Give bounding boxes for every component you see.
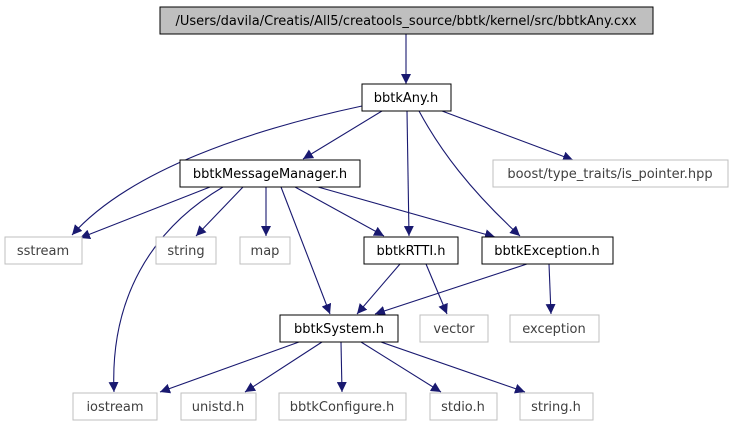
edge-rtti-to-system (356, 263, 401, 315)
node-system-label: bbtkSystem.h (294, 322, 384, 337)
node-string-label: string (167, 244, 204, 259)
edge-system-to-configure (336, 341, 347, 393)
node-map-label: map (251, 244, 280, 259)
node-vector[interactable]: vector (419, 314, 489, 343)
edge-system-to-iostream (159, 341, 300, 394)
node-boost-is-pointer[interactable]: boost/type_traits/is_pointer.hpp (492, 159, 729, 188)
node-root-source-file[interactable]: /Users/davila/Creatis/All5/creatools_sou… (159, 6, 654, 35)
edge-system-to-stdio (360, 341, 442, 393)
edge-messagemanager-to-rtti (294, 186, 385, 237)
edge-exception-h-to-system (374, 263, 528, 316)
edge-messagemanager-to-iostream (108, 186, 224, 393)
edge-bbtkany-to-rtti (403, 110, 414, 237)
edge-rtti-to-vector (425, 263, 448, 315)
node-stdio-label: stdio.h (441, 400, 485, 415)
node-stdio-h[interactable]: stdio.h (429, 392, 498, 421)
edge-messagemanager-to-string (195, 186, 244, 237)
node-bbtkexception-h[interactable]: bbtkException.h (481, 236, 614, 265)
node-unistd-h[interactable]: unistd.h (180, 392, 257, 421)
node-map[interactable]: map (239, 236, 291, 265)
node-iostream[interactable]: iostream (72, 392, 158, 421)
edge-messagemanager-to-sstream (79, 186, 211, 240)
node-layer: /Users/davila/Creatis/All5/creatools_sou… (4, 6, 729, 421)
edge-exception-h-to-exception (545, 263, 556, 315)
node-bbtksystem-h[interactable]: bbtkSystem.h (279, 314, 399, 343)
edge-system-to-string-h (380, 341, 526, 394)
node-rtti-label: bbtkRTTI.h (376, 244, 445, 259)
edge-bbtkany-to-messagemanager (302, 110, 383, 160)
node-root-label: /Users/davila/Creatis/All5/creatools_sou… (175, 14, 636, 29)
edge-messagemanager-to-system (280, 186, 332, 315)
node-messagemanager-label: bbtkMessageManager.h (193, 167, 347, 182)
node-bbtkany-label: bbtkAny.h (374, 91, 438, 106)
node-string[interactable]: string (155, 236, 217, 265)
node-exception-label: exception (522, 322, 586, 337)
edge-messagemanager-to-exception-h (317, 186, 496, 240)
node-boost-label: boost/type_traits/is_pointer.hpp (507, 167, 712, 182)
node-exception[interactable]: exception (509, 314, 600, 343)
node-bbtkany-h[interactable]: bbtkAny.h (361, 83, 452, 112)
node-iostream-label: iostream (86, 400, 143, 415)
node-bbtkconfigure-h[interactable]: bbtkConfigure.h (278, 392, 407, 421)
node-sstream[interactable]: sstream (4, 236, 83, 265)
node-vector-label: vector (433, 322, 475, 337)
node-configure-label: bbtkConfigure.h (290, 400, 395, 415)
node-bbtkrtti-h[interactable]: bbtkRTTI.h (363, 236, 459, 265)
edge-system-to-unistd (244, 341, 323, 393)
node-exception-h-label: bbtkException.h (494, 244, 599, 259)
edge-bbtkany-to-exception-h (418, 110, 521, 237)
edge-bbtkany-to-boost (441, 110, 574, 162)
node-bbtkmessagemanager-h[interactable]: bbtkMessageManager.h (179, 159, 361, 188)
node-unistd-label: unistd.h (192, 400, 245, 415)
node-string-h[interactable]: string.h (519, 392, 594, 421)
edge-layer (71, 34, 574, 394)
node-sstream-label: sstream (17, 244, 69, 259)
edge-bbtkany-to-sstream (71, 105, 363, 236)
node-string-h-label: string.h (531, 400, 581, 415)
